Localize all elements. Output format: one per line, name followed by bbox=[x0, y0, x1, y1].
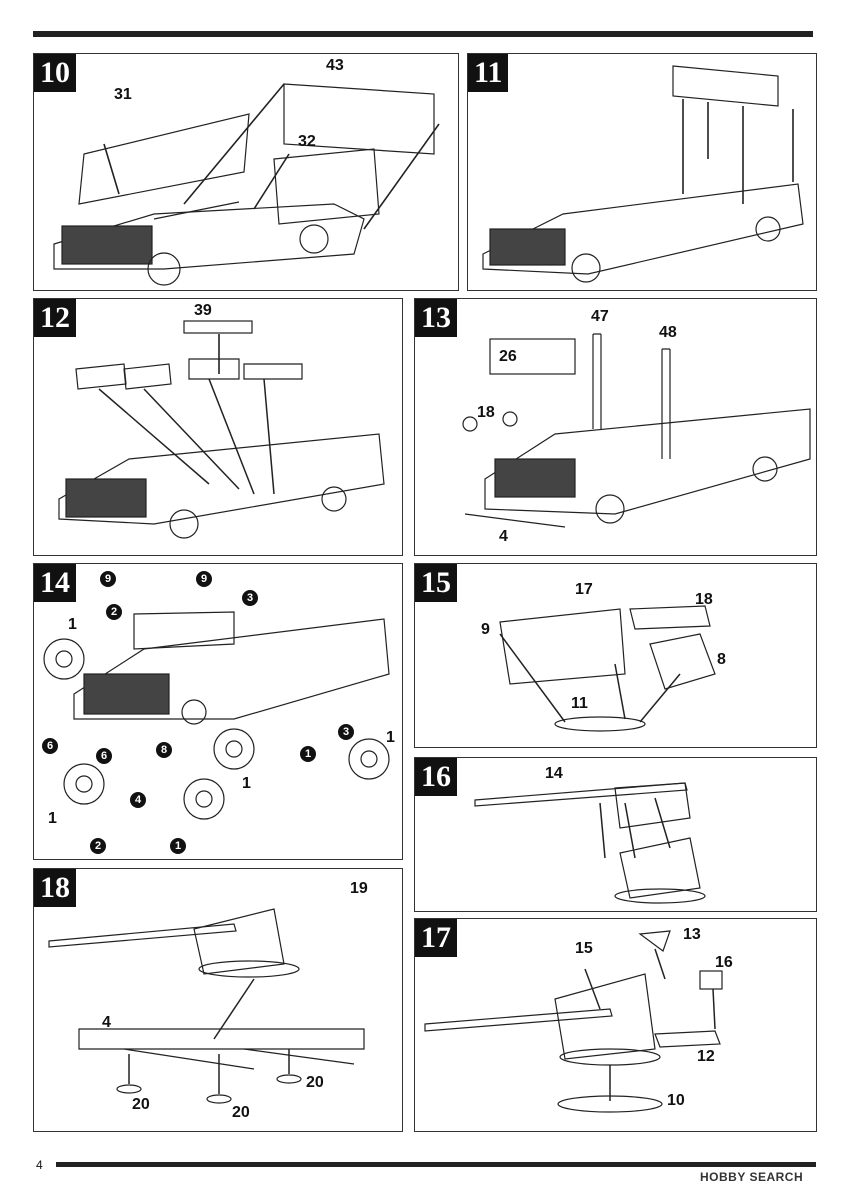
part-6-label-b: 6 bbox=[96, 748, 112, 764]
part-3-label-a: 3 bbox=[242, 590, 258, 606]
top-rule bbox=[33, 31, 813, 37]
part-18-label: 18 bbox=[477, 404, 495, 421]
part-26-label: 26 bbox=[499, 348, 517, 365]
page-number: 4 bbox=[36, 1158, 43, 1172]
step-number: 18 bbox=[34, 869, 76, 907]
part-9-label-b: 9 bbox=[196, 571, 212, 587]
part-4-label: 4 bbox=[499, 528, 508, 545]
part-12-label: 12 bbox=[697, 1048, 715, 1065]
seat-assembly-illustration bbox=[58, 320, 385, 539]
part-4-label: 4 bbox=[130, 792, 146, 808]
watermark: HOBBY SEARCH bbox=[700, 1170, 804, 1184]
part-2-label-a: 2 bbox=[106, 604, 122, 620]
wheels-and-details-illustration bbox=[43, 611, 390, 820]
part-8-label: 8 bbox=[717, 651, 726, 668]
part-10-label: 10 bbox=[667, 1092, 685, 1109]
step-13-panel: 13 47 48 26 18 4 bbox=[414, 298, 817, 556]
truck-body-assembly-illustration bbox=[53, 83, 440, 286]
step-18-panel: 18 19 4 20 20 20 bbox=[33, 868, 403, 1132]
step-15-panel: 15 17 18 9 8 11 bbox=[414, 563, 817, 748]
part-1-label-b: 1 bbox=[386, 729, 395, 746]
truck-canopy-illustration bbox=[482, 65, 804, 283]
step-number: 15 bbox=[415, 564, 457, 602]
step-number: 11 bbox=[468, 54, 509, 92]
part-4-label: 4 bbox=[102, 1014, 111, 1031]
part-31-label: 31 bbox=[114, 86, 132, 103]
part-20-label-a: 20 bbox=[132, 1096, 150, 1113]
part-1-label-f: 1 bbox=[170, 838, 186, 854]
step-16-panel: 16 14 bbox=[414, 757, 817, 912]
gun-barrel-install-illustration bbox=[474, 782, 706, 904]
part-2-label-b: 2 bbox=[90, 838, 106, 854]
step-number: 12 bbox=[34, 299, 76, 337]
part-8-label: 8 bbox=[156, 742, 172, 758]
part-1-label-e: 1 bbox=[300, 746, 316, 762]
part-9-label-a: 9 bbox=[100, 571, 116, 587]
part-13-label: 13 bbox=[683, 926, 701, 943]
part-18-label: 18 bbox=[695, 591, 713, 608]
part-11-label: 11 bbox=[571, 695, 588, 712]
part-43-label: 43 bbox=[326, 57, 344, 74]
part-1-label-d: 1 bbox=[48, 810, 57, 827]
step-number: 14 bbox=[34, 564, 76, 602]
part-47-label: 47 bbox=[591, 308, 609, 325]
step-number: 16 bbox=[415, 758, 457, 796]
step-number: 13 bbox=[415, 299, 457, 337]
step-17-panel: 17 15 13 16 12 10 bbox=[414, 918, 817, 1132]
step-number: 10 bbox=[34, 54, 76, 92]
part-9-label: 9 bbox=[481, 621, 490, 638]
step-10-panel: 10 31 43 32 bbox=[33, 53, 459, 291]
part-32-label: 32 bbox=[298, 133, 316, 150]
gun-mount-base-illustration bbox=[499, 605, 716, 732]
windshield-and-lamps-illustration bbox=[462, 333, 811, 528]
part-1-label-a: 1 bbox=[68, 616, 77, 633]
step-14-panel: 14 9 9 3 2 1 1 1 1 6 6 8 3 1 4 2 1 bbox=[33, 563, 403, 860]
gun-on-cruciform-base-illustration bbox=[48, 908, 365, 1104]
part-16-label: 16 bbox=[715, 954, 733, 971]
part-39-label: 39 bbox=[194, 302, 212, 319]
part-14-label: 14 bbox=[545, 765, 563, 782]
part-20-label-c: 20 bbox=[306, 1074, 324, 1091]
part-19-label: 19 bbox=[350, 880, 368, 897]
part-15-label: 15 bbox=[575, 940, 593, 957]
part-20-label-b: 20 bbox=[232, 1104, 250, 1121]
part-48-label: 48 bbox=[659, 324, 677, 341]
part-6-label-a: 6 bbox=[42, 738, 58, 754]
step-number: 17 bbox=[415, 919, 457, 957]
part-1-label-c: 1 bbox=[242, 775, 251, 792]
step-11-panel: 11 bbox=[467, 53, 817, 291]
gun-mount-details-illustration bbox=[424, 930, 723, 1113]
bottom-rule bbox=[56, 1162, 816, 1167]
step-12-panel: 12 39 bbox=[33, 298, 403, 556]
part-17-label: 17 bbox=[575, 581, 593, 598]
part-3-label-b: 3 bbox=[338, 724, 354, 740]
